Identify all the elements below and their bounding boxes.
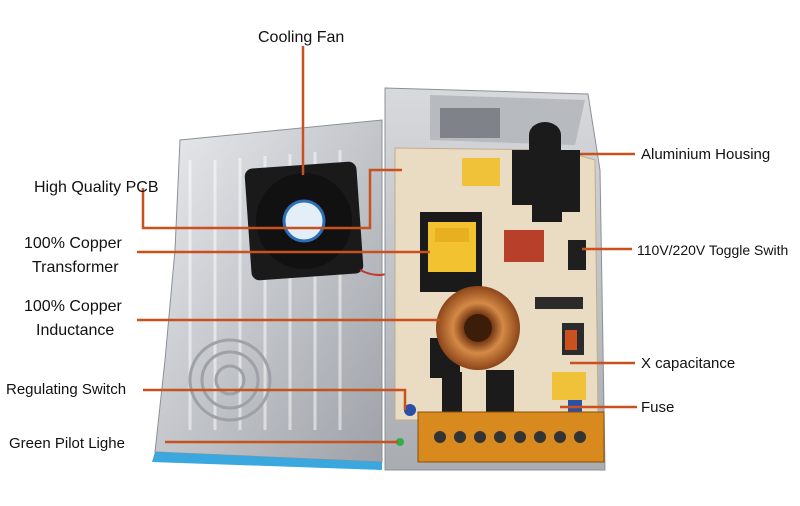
green-pilot-light <box>396 438 404 446</box>
electrolytic-capacitors <box>430 122 580 414</box>
label-x-capacitance: X capacitance <box>641 355 736 372</box>
cooling-fan <box>244 161 396 281</box>
label-regulating-switch: Regulating Switch <box>6 381 127 398</box>
label-high-quality-pcb: High Quality PCB <box>34 179 159 196</box>
label-copper-inductance-line2: Inductance <box>36 322 115 339</box>
label-aluminium-housing: Aluminium Housing <box>641 146 771 163</box>
label-cooling-fan: Cooling Fan <box>258 29 345 46</box>
label-copper-transformer-line1: 100% Copper <box>24 235 122 252</box>
terminal-block <box>417 411 605 463</box>
regulating-switch <box>404 404 416 416</box>
label-green-pilot-light: Green Pilot Lighe <box>9 435 125 452</box>
transformer <box>420 212 482 292</box>
leader-lines <box>137 46 637 444</box>
toroidal-inductor <box>436 286 520 370</box>
label-copper-inductance-line1: 100% Copper <box>24 298 122 315</box>
vent-grille <box>188 338 272 422</box>
label-copper-transformer-line2: Transformer <box>32 259 119 276</box>
label-toggle-switch: 110V/220V Toggle Swith <box>637 242 789 258</box>
label-fuse: Fuse <box>641 399 675 416</box>
